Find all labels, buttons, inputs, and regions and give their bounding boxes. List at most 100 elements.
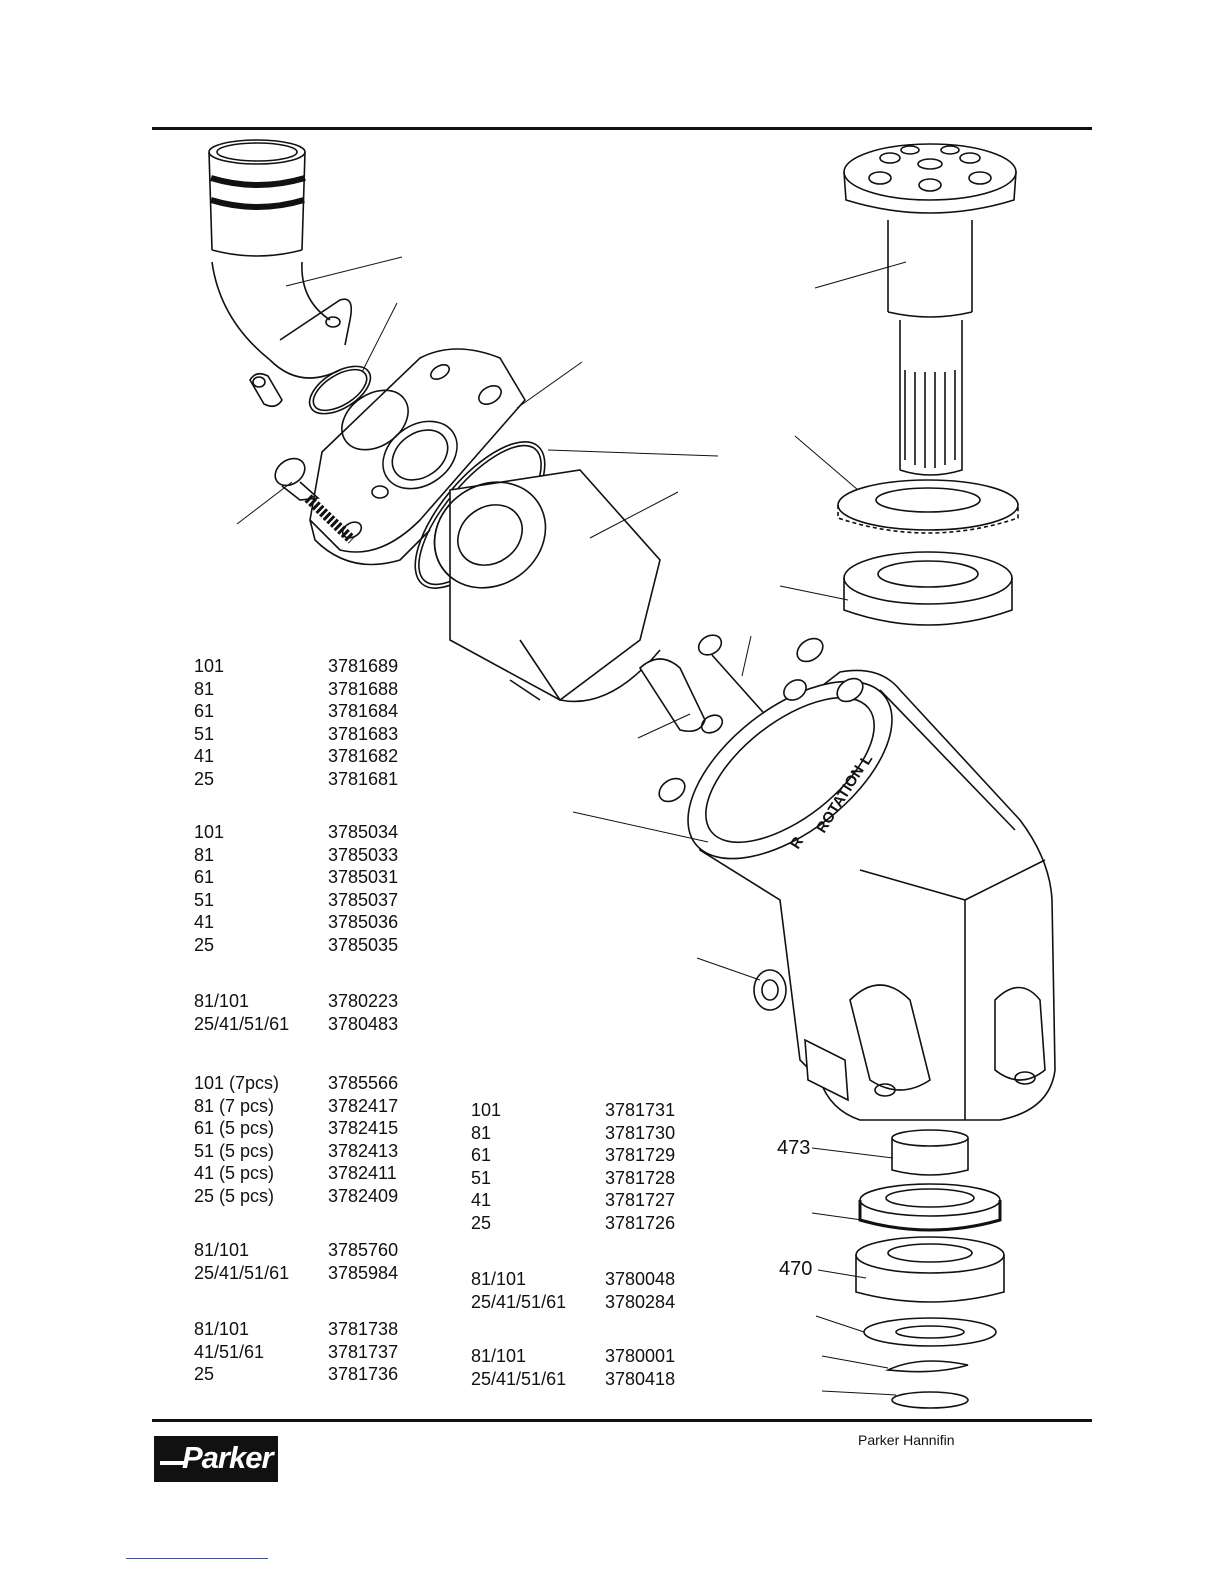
model-size: 51 (5 pcs) <box>194 1140 275 1161</box>
model-size: 25 <box>471 1212 492 1233</box>
bevel-washer <box>837 479 1019 534</box>
part-number: 3781729 <box>605 1145 676 1165</box>
part-number: 3785984 <box>328 1262 399 1283</box>
port-plate <box>309 348 526 566</box>
model-size: 41/51/61 <box>194 1341 265 1362</box>
model-size: 61 (5 pcs) <box>194 1118 275 1138</box>
model-size: 81/101 <box>194 991 250 1011</box>
model-size: 41 <box>194 746 215 766</box>
model-size: 25 <box>194 934 215 955</box>
part-number: 3785033 <box>328 844 399 865</box>
part-number: 3785034 <box>328 822 399 842</box>
table-row: 51 (5 pcs) 3782413 <box>194 1140 398 1163</box>
model-size: 25 <box>194 1364 215 1384</box>
table-row: 25 (5 pcs)3782409 <box>194 1185 398 1208</box>
parker-logo: Parker <box>154 1436 278 1482</box>
model-size: 81/101 <box>194 1319 250 1339</box>
model-size: 61 <box>471 1145 492 1165</box>
table-row: 51 3781683 <box>194 723 398 746</box>
lower-parts-stack <box>855 1129 1005 1409</box>
bottom-rule <box>152 1419 1092 1422</box>
table-row: 81 (7 pcs) 3782417 <box>194 1095 398 1118</box>
part-number: 3781737 <box>328 1341 399 1362</box>
pump-housing: ROTATION R L <box>658 637 1056 1121</box>
model-size: 81 (7 pcs) <box>194 1095 275 1116</box>
top-rule <box>152 127 1092 130</box>
part-number: 3781684 <box>328 701 399 721</box>
part-number: 3785566 <box>328 1073 399 1093</box>
part-number: 3781736 <box>328 1364 399 1384</box>
piston-parts <box>638 634 771 734</box>
model-size: 51 <box>471 1167 492 1188</box>
table-row: 81 3785033 <box>194 844 398 867</box>
part-number: 3780483 <box>328 1013 399 1034</box>
part-number: 3782413 <box>328 1140 399 1161</box>
model-size: 81 <box>194 844 215 865</box>
part-number: 3781683 <box>328 723 399 744</box>
o-ring-small <box>308 365 372 415</box>
model-size: 41 (5 pcs) <box>194 1163 275 1183</box>
model-size: 81/101 <box>194 1240 250 1260</box>
part-number: 3781730 <box>605 1122 676 1143</box>
model-size: 81/101 <box>471 1346 527 1366</box>
model-size: 25/41/51/61 <box>471 1368 567 1389</box>
table-row: 61 3781729 <box>471 1144 675 1167</box>
table-row: 101 (7pcs) 3785566 <box>194 1072 398 1095</box>
model-size: 51 <box>194 723 215 744</box>
table-row: 41 (5 pcs) 3782411 <box>194 1162 398 1185</box>
table-row: 25 3781681 <box>194 768 398 791</box>
model-size: 81 <box>194 678 215 699</box>
model-size: 61 <box>194 867 215 887</box>
part-number: 3781682 <box>328 746 399 766</box>
part-number: 3782417 <box>328 1095 399 1116</box>
part-number: 3781728 <box>605 1167 676 1188</box>
table-row: 61 (5 pcs)3782415 <box>194 1117 398 1140</box>
part-number: 3781731 <box>605 1100 676 1120</box>
drive-shaft <box>843 143 1017 476</box>
model-size: 25/41/51/61 <box>471 1291 567 1312</box>
leader-lines <box>236 256 907 1396</box>
callout-470: 470 <box>779 1258 813 1280</box>
footer-company: Parker Hannifin <box>858 1432 955 1448</box>
part-number: 3782411 <box>328 1163 397 1183</box>
part-number: 3781681 <box>328 768 399 789</box>
model-size: 101 (7pcs) <box>194 1073 280 1093</box>
inlet-elbow-pipe <box>208 139 353 408</box>
cylinder-barrel <box>433 469 661 703</box>
table-row: 41 3781682 <box>194 745 398 768</box>
parker-logo-text: Parker <box>182 1440 274 1475</box>
model-size: 81 <box>471 1122 492 1143</box>
part-number: 3781727 <box>605 1190 676 1210</box>
part-number: 3781689 <box>328 656 399 676</box>
model-size: 25 <box>194 768 215 789</box>
table-row: 25 3781736 <box>194 1363 398 1386</box>
part-number: 3785037 <box>328 889 399 910</box>
model-size: 41 <box>194 912 215 932</box>
table-row: 41/51/61 3781737 <box>194 1341 398 1364</box>
model-size: 25/41/51/61 <box>194 1013 290 1034</box>
table-row: 51 3781728 <box>471 1167 675 1190</box>
